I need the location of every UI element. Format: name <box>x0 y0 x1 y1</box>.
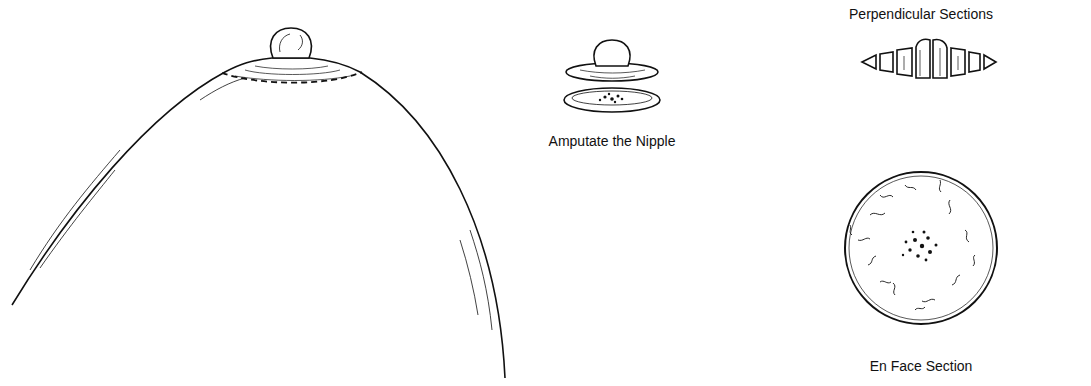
cut-surface-disc <box>564 88 660 112</box>
amputated-disc-texture <box>580 70 645 78</box>
figure-label: Perpendicular Sections <box>849 6 993 23</box>
cut-surface-inner <box>572 91 652 105</box>
en-face-ducts <box>902 231 938 262</box>
nipple-shading <box>279 34 302 52</box>
en-face-disc <box>845 172 997 324</box>
breast-outline <box>12 58 505 378</box>
section-shading <box>904 48 958 76</box>
breast-shading <box>30 78 492 330</box>
perpendicular-section-pieces <box>862 39 996 78</box>
duct-stipple <box>599 93 624 103</box>
areola-texture <box>235 66 350 81</box>
nipple <box>271 28 312 58</box>
figure-label: En Face Section <box>870 358 973 375</box>
figure-label: Amputate the Nipple <box>549 133 676 150</box>
en-face-rim <box>849 176 993 320</box>
en-face-squiggles <box>850 180 975 310</box>
amputated-nipple <box>594 40 630 66</box>
